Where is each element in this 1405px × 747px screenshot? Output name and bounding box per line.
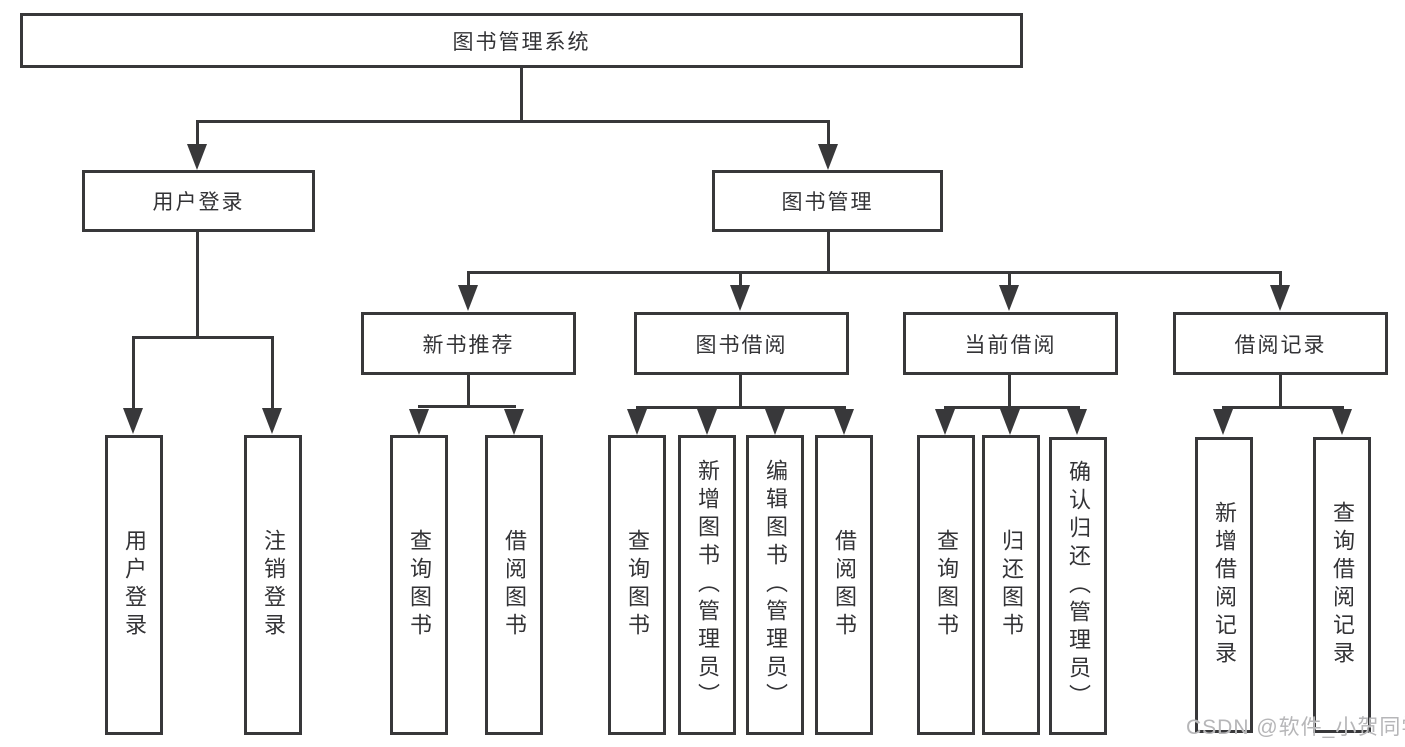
edge-user-login-arm-2 [271, 336, 274, 410]
leaf-logout: 注销登录 [244, 435, 302, 735]
node-book-borrowing: 图书借阅 [634, 312, 849, 375]
node-borrowing-records: 借阅记录 [1173, 312, 1388, 375]
edge-book-borrow-bar [636, 406, 846, 409]
edge-current-borrow-bar [944, 406, 1080, 409]
arrowhead-return-book [1000, 409, 1020, 435]
arrowhead-query-books-1 [409, 409, 429, 435]
edge-borrow-records-stem [1279, 375, 1282, 406]
edge-new-book-stem [467, 375, 470, 405]
arrowhead-book-borrowing [730, 285, 750, 311]
arrowhead-borrow-books-1 [504, 409, 524, 435]
edge-borrow-records-bar [1222, 406, 1344, 409]
edge-book-mgmt-arm-4 [1279, 271, 1282, 287]
edge-root-arm-left [196, 120, 199, 148]
leaf-return-book: 归还图书 [982, 435, 1040, 735]
edge-root-bar [196, 120, 830, 123]
edge-user-login-stem [196, 232, 199, 336]
leaf-add-book-admin: 新增图书（管理员） [678, 435, 736, 735]
arrowhead-query-books-2 [627, 409, 647, 435]
leaf-borrow-books-2: 借阅图书 [815, 435, 873, 735]
edge-new-book-bar [418, 405, 516, 408]
arrowhead-edit-book [765, 409, 785, 435]
edge-user-login-bar [132, 336, 274, 339]
arrowhead-borrow-books-2 [834, 409, 854, 435]
arrowhead-query-borrow-record [1332, 409, 1352, 435]
node-book-management: 图书管理 [712, 170, 943, 232]
edge-book-mgmt-stem [827, 232, 830, 271]
leaf-query-borrow-record: 查询借阅记录 [1313, 437, 1371, 733]
leaf-edit-book-admin: 编辑图书（管理员） [746, 435, 804, 735]
leaf-query-books-1: 查询图书 [390, 435, 448, 735]
node-root: 图书管理系统 [20, 13, 1023, 68]
edge-user-login-arm-1 [132, 336, 135, 410]
arrowhead-add-borrow-record [1213, 409, 1233, 435]
arrowhead-leaf-user-login [123, 408, 143, 434]
edge-root-stem [520, 68, 523, 120]
leaf-user-login: 用户登录 [105, 435, 163, 735]
arrowhead-query-books-3 [935, 409, 955, 435]
arrowhead-book-management [818, 144, 838, 170]
leaf-borrow-books-1: 借阅图书 [485, 435, 543, 735]
arrowhead-current-borrowing [999, 285, 1019, 311]
node-current-borrowing: 当前借阅 [903, 312, 1118, 375]
edge-book-mgmt-arm-1 [467, 271, 470, 287]
edge-current-borrow-stem [1008, 375, 1011, 406]
edge-book-borrow-stem [739, 375, 742, 406]
leaf-confirm-return-admin: 确认归还（管理员） [1049, 437, 1107, 735]
edge-book-mgmt-arm-3 [1008, 271, 1011, 287]
leaf-add-borrow-record: 新增借阅记录 [1195, 437, 1253, 733]
arrowhead-leaf-logout [262, 408, 282, 434]
arrowhead-user-login [187, 144, 207, 170]
arrowhead-confirm-return [1067, 409, 1087, 435]
edge-book-mgmt-bar [467, 271, 1282, 274]
edge-root-arm-right [827, 120, 830, 148]
arrowhead-borrowing-records [1270, 285, 1290, 311]
edge-book-mgmt-arm-2 [739, 271, 742, 287]
node-new-book-recommend: 新书推荐 [361, 312, 576, 375]
node-user-login: 用户登录 [82, 170, 315, 232]
leaf-query-books-3: 查询图书 [917, 435, 975, 735]
arrowhead-add-book [697, 409, 717, 435]
arrowhead-new-book-recommend [458, 285, 478, 311]
leaf-query-books-2: 查询图书 [608, 435, 666, 735]
csdn-watermark: CSDN @软件_小贺同学 [1186, 716, 1405, 739]
